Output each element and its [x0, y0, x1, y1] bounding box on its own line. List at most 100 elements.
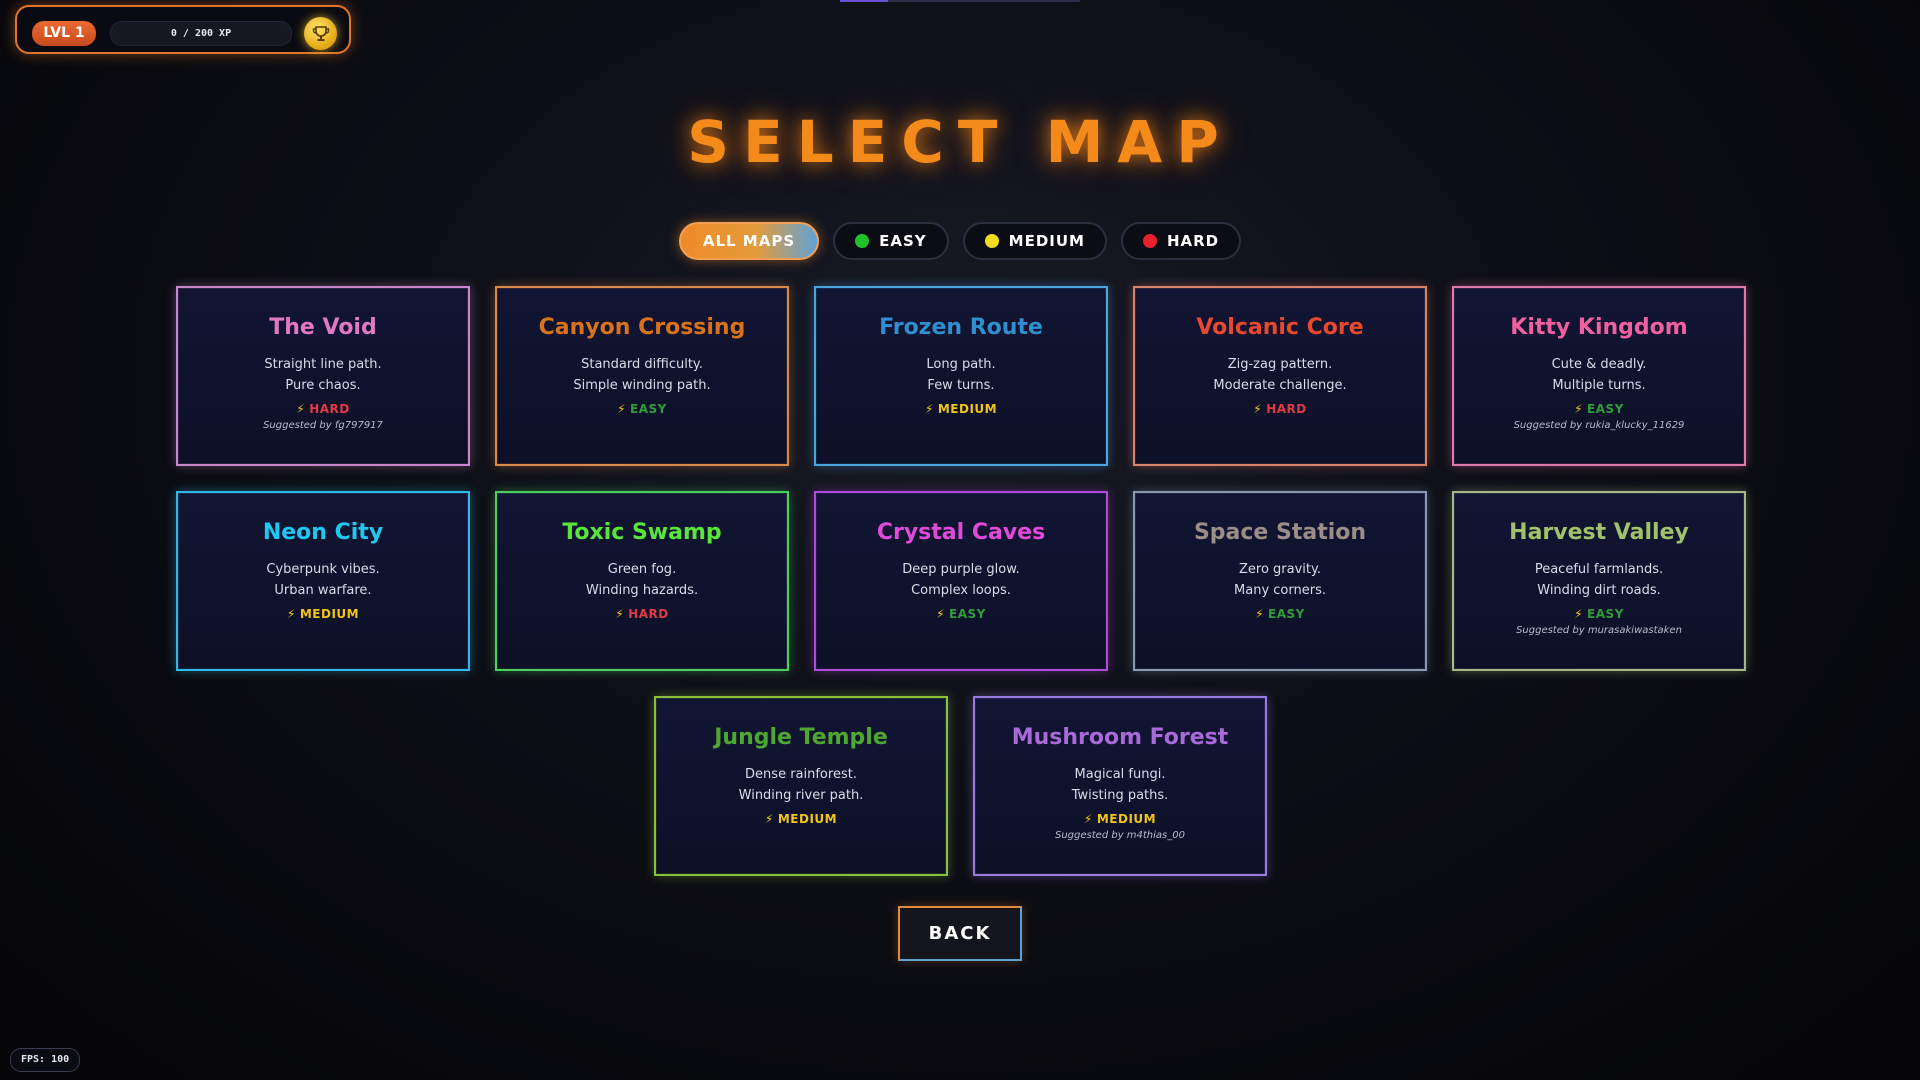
- map-title: Mushroom Forest: [1011, 725, 1229, 750]
- difficulty-text: HARD: [309, 402, 350, 416]
- map-description-line: Peaceful farmlands.: [1534, 562, 1664, 577]
- map-description-line: Many corners.: [1234, 583, 1326, 598]
- lightning-icon: ⚡: [296, 402, 306, 416]
- filter-label: HARD: [1166, 232, 1220, 250]
- suggested-by: Suggested by rukia_klucky_11629: [1513, 420, 1685, 431]
- suggested-by: Suggested by murasakiwastaken: [1516, 625, 1682, 636]
- map-title: Crystal Caves: [876, 520, 1046, 545]
- suggested-by: Suggested by m4thias_00: [1055, 830, 1185, 841]
- difficulty-text: HARD: [628, 607, 669, 621]
- lightning-icon: ⚡: [924, 402, 934, 416]
- map-title: Kitty Kingdom: [1510, 315, 1688, 340]
- suggested-by: Suggested by fg797917: [263, 420, 383, 431]
- map-description-line: Cyberpunk vibes.: [266, 562, 380, 577]
- yellow-dot-icon: [984, 234, 999, 248]
- map-description: Cute & deadly. Multiple turns.: [1454, 354, 1744, 396]
- map-description-line: Pure chaos.: [285, 378, 361, 393]
- filter-hard[interactable]: HARD: [1120, 222, 1242, 260]
- back-button[interactable]: BACK: [898, 906, 1022, 961]
- map-description-line: Standard difficulty.: [581, 357, 703, 372]
- top-progress-indicator: [840, 0, 1080, 2]
- map-title: Space Station: [1193, 520, 1367, 545]
- difficulty-text: EASY: [1587, 607, 1624, 621]
- map-description: Magical fungi. Twisting paths.: [975, 764, 1265, 806]
- map-description-line: Moderate challenge.: [1213, 378, 1347, 393]
- lightning-icon: ⚡: [1574, 607, 1584, 621]
- difficulty-label: ⚡MEDIUM: [178, 607, 468, 621]
- map-description-line: Multiple turns.: [1552, 378, 1646, 393]
- level-badge: LVL 1: [32, 21, 96, 46]
- difficulty-label: ⚡EASY: [816, 607, 1106, 621]
- map-card-neon-city[interactable]: Neon City Cyberpunk vibes. Urban warfare…: [176, 491, 470, 671]
- map-description-line: Complex loops.: [911, 583, 1011, 598]
- map-title: Neon City: [262, 520, 384, 545]
- map-description-line: Green fog.: [607, 562, 677, 577]
- map-description: Straight line path. Pure chaos.: [178, 354, 468, 396]
- map-description-line: Simple winding path.: [573, 378, 711, 393]
- difficulty-text: EASY: [630, 402, 667, 416]
- map-card-the-void[interactable]: The Void Straight line path. Pure chaos.…: [176, 286, 470, 466]
- map-description: Long path. Few turns.: [816, 354, 1106, 396]
- xp-bar: 0 / 200 XP: [110, 21, 292, 46]
- difficulty-text: MEDIUM: [937, 402, 998, 416]
- map-title: Canyon Crossing: [538, 315, 746, 340]
- map-description-line: Zero gravity.: [1239, 562, 1321, 577]
- map-title: Frozen Route: [879, 315, 1043, 340]
- player-level-hud: LVL 1 0 / 200 XP: [15, 5, 351, 54]
- lightning-icon: ⚡: [615, 607, 625, 621]
- map-description: Standard difficulty. Simple winding path…: [497, 354, 787, 396]
- map-card-jungle-temple[interactable]: Jungle Temple Dense rainforest. Winding …: [654, 696, 948, 876]
- map-card-volcanic-core[interactable]: Volcanic Core Zig-zag pattern. Moderate …: [1133, 286, 1427, 466]
- lightning-icon: ⚡: [1083, 812, 1093, 826]
- trophy-icon[interactable]: [304, 17, 337, 50]
- difficulty-filter-bar: ALL MAPS EASY MEDIUM HARD: [0, 222, 1920, 260]
- difficulty-label: ⚡EASY: [1454, 607, 1744, 621]
- map-card-harvest-valley[interactable]: Harvest Valley Peaceful farmlands. Windi…: [1452, 491, 1746, 671]
- page-title: SELECT MAP: [687, 108, 1233, 176]
- map-card-canyon-crossing[interactable]: Canyon Crossing Standard difficulty. Sim…: [495, 286, 789, 466]
- difficulty-text: MEDIUM: [299, 607, 360, 621]
- map-title: The Void: [269, 315, 377, 340]
- map-description-line: Cute & deadly.: [1551, 357, 1647, 372]
- map-description-line: Urban warfare.: [274, 583, 372, 598]
- lightning-icon: ⚡: [1253, 402, 1263, 416]
- lightning-icon: ⚡: [936, 607, 946, 621]
- map-description: Zig-zag pattern. Moderate challenge.: [1135, 354, 1425, 396]
- filter-easy[interactable]: EASY: [833, 222, 949, 260]
- map-card-crystal-caves[interactable]: Crystal Caves Deep purple glow. Complex …: [814, 491, 1108, 671]
- map-description-line: Straight line path.: [264, 357, 382, 372]
- difficulty-label: ⚡EASY: [1135, 607, 1425, 621]
- difficulty-label: ⚡EASY: [497, 402, 787, 416]
- map-card-mushroom-forest[interactable]: Mushroom Forest Magical fungi. Twisting …: [973, 696, 1267, 876]
- filter-all-maps[interactable]: ALL MAPS: [678, 222, 820, 260]
- map-description-line: Zig-zag pattern.: [1227, 357, 1333, 372]
- filter-medium[interactable]: MEDIUM: [962, 222, 1107, 260]
- map-description-line: Dense rainforest.: [745, 767, 857, 782]
- map-card-frozen-route[interactable]: Frozen Route Long path. Few turns. ⚡MEDI…: [814, 286, 1108, 466]
- difficulty-label: ⚡MEDIUM: [975, 812, 1265, 826]
- map-title: Toxic Swamp: [562, 520, 722, 545]
- map-description-line: Magical fungi.: [1074, 767, 1166, 782]
- filter-label: ALL MAPS: [702, 232, 796, 250]
- difficulty-text: EASY: [1268, 607, 1305, 621]
- map-description-line: Winding hazards.: [585, 583, 699, 598]
- map-title: Volcanic Core: [1196, 315, 1364, 340]
- map-title: Jungle Temple: [714, 725, 888, 750]
- lightning-icon: ⚡: [1255, 607, 1265, 621]
- difficulty-text: MEDIUM: [777, 812, 838, 826]
- map-description: Peaceful farmlands. Winding dirt roads.: [1454, 559, 1744, 601]
- map-description-line: Winding river path.: [738, 788, 864, 803]
- lightning-icon: ⚡: [286, 607, 296, 621]
- green-dot-icon: [855, 234, 870, 248]
- difficulty-label: ⚡MEDIUM: [816, 402, 1106, 416]
- map-description: Dense rainforest. Winding river path.: [656, 764, 946, 806]
- filter-label: EASY: [879, 232, 927, 250]
- map-card-toxic-swamp[interactable]: Toxic Swamp Green fog. Winding hazards. …: [495, 491, 789, 671]
- map-title: Harvest Valley: [1509, 520, 1689, 545]
- fps-counter: FPS: 100: [10, 1048, 81, 1072]
- map-card-kitty-kingdom[interactable]: Kitty Kingdom Cute & deadly. Multiple tu…: [1452, 286, 1746, 466]
- map-description: Zero gravity. Many corners.: [1135, 559, 1425, 601]
- difficulty-text: EASY: [949, 607, 986, 621]
- map-description-line: Long path.: [926, 357, 996, 372]
- map-card-space-station[interactable]: Space Station Zero gravity. Many corners…: [1133, 491, 1427, 671]
